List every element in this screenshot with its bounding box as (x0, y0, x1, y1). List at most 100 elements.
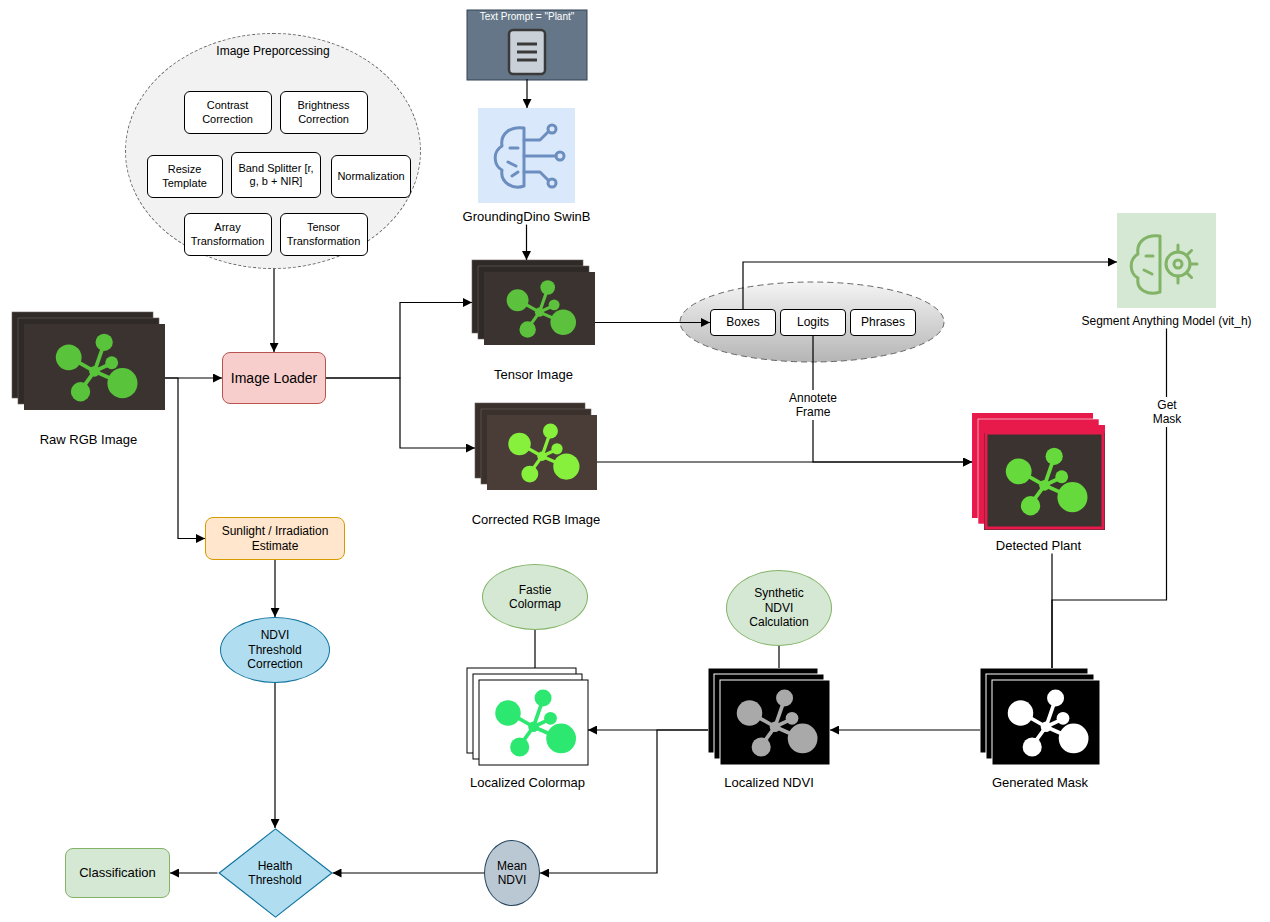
ndvi-image-stack-part (720, 680, 830, 765)
node-label: Localized NDVI (708, 775, 830, 791)
estimate-box: Sunlight / Irradiation Estimate (205, 517, 345, 560)
figure-area (467, 668, 588, 765)
image-stack: Detected Plant (972, 413, 1105, 554)
figure-area (467, 23, 587, 79)
groundingdino-icon-part-part (548, 179, 556, 187)
sam-icon-part-part (1131, 236, 1160, 294)
tensor-image-stack (472, 260, 595, 345)
node-label: Tensor Transformation (286, 221, 362, 247)
detected-image-stack-part (986, 433, 1103, 528)
node-label: Contrast Correction (190, 99, 266, 125)
detected-image-stack-part (984, 425, 1105, 530)
corrected-image-stack-part (508, 423, 579, 482)
group-ellipse: Contrast Correction Brightness Correction… (125, 33, 421, 269)
node-label: Fastie Colormap (505, 583, 565, 612)
node-label: Health Threshold (244, 859, 306, 888)
decision-diamond: Health Threshold (218, 828, 333, 918)
detected-image-stack (972, 413, 1105, 530)
connector (326, 378, 475, 448)
connector (274, 683, 275, 828)
node-label: Classification (79, 865, 156, 881)
connector (526, 79, 527, 108)
node-label: Sunlight / Irradiation Estimate (211, 524, 339, 553)
connector (1052, 328, 1167, 668)
node-label: Resize Template (153, 163, 217, 189)
connector (830, 729, 980, 730)
process-box: Normalization (331, 155, 411, 198)
sam-icon (1117, 213, 1216, 308)
prompt-document (467, 10, 587, 80)
node-label: Text Prompt = "Plant" (467, 10, 587, 23)
groundingdino-icon-part-part (548, 125, 556, 133)
groundingdino-icon-part-part (524, 172, 548, 180)
image-stack: Tensor Image (472, 260, 595, 383)
node-label: Image Preporcessing (126, 44, 420, 58)
colormap-image-stack-part (479, 680, 588, 765)
connector (743, 262, 1117, 309)
output-box: Phrases (850, 309, 916, 336)
connector (273, 269, 274, 352)
connector (170, 872, 218, 873)
sam-icon-part-part (1144, 256, 1153, 274)
result-box: Classification (65, 848, 170, 898)
model-icon: GroundingDino SwinB (463, 108, 591, 225)
figure-area (475, 403, 597, 490)
groundingdino-icon-part-part (524, 132, 548, 140)
tensor-image-stack-part (484, 272, 595, 345)
process-box: Brightness Correction (280, 91, 368, 134)
node-label: Localized Colormap (467, 775, 588, 791)
node-label: Raw RGB Image (12, 432, 165, 448)
prompt-document-part (517, 44, 537, 60)
output-box: Logits (780, 309, 846, 336)
node-label: Generated Mask (980, 775, 1100, 791)
node-label: Boxes (726, 315, 759, 329)
process-box: Resize Template (147, 155, 223, 198)
process-box: Tensor Transformation (280, 213, 368, 256)
connector (595, 322, 710, 323)
groundingdino-icon-part-part (524, 155, 556, 158)
node-label: Phrases (861, 315, 905, 329)
colormap-image-stack (467, 668, 588, 765)
node-label: GroundingDino SwinB (463, 209, 591, 225)
groundingdino-icon (478, 108, 575, 203)
sam-icon-part (1117, 213, 1216, 308)
sam-icon-part-part (1174, 260, 1182, 268)
figure-area (1117, 213, 1216, 308)
figure-area (708, 668, 830, 765)
node-label: Image Loader (231, 370, 317, 387)
edge-label: Annotete Frame (781, 390, 845, 421)
process-box: Array Transformation (184, 213, 272, 256)
process-box: Band Splitter [r, g, b + NIR] (231, 152, 321, 198)
image-stack: Localized NDVI (708, 668, 830, 791)
image-stack: Localized Colormap (467, 668, 588, 791)
process-ellipse: NDVI Threshold Correction (220, 617, 330, 683)
node-label: Mean NDVI (492, 859, 532, 888)
ndvi-image-stack (708, 668, 830, 765)
tensor-image-stack-part (507, 280, 576, 337)
connector (333, 872, 485, 873)
connector (778, 646, 779, 668)
image-stack: Generated Mask (980, 668, 1100, 791)
connector (526, 225, 527, 260)
connector (534, 630, 535, 668)
colormap-image-stack-part (495, 690, 576, 757)
node-label: Synthetic NDVI Calculation (746, 586, 812, 629)
node-label: NDVI Threshold Correction (244, 628, 306, 671)
figure-area (972, 413, 1105, 530)
sam-icon-part (1131, 236, 1197, 294)
ndvi-image-stack-part (737, 690, 818, 757)
raw-image-stack-part (24, 324, 165, 410)
detected-image-stack-part (1006, 448, 1088, 516)
figure-area (12, 312, 165, 410)
output-box: Boxes (710, 309, 776, 336)
corrected-image-stack-part (487, 415, 597, 490)
raw-image-stack-part (56, 334, 138, 402)
figure-area (478, 108, 575, 203)
image-stack: Raw RGB Image (12, 312, 165, 448)
text-prompt-box: Text Prompt = "Plant" (467, 10, 587, 79)
node-label: Logits (797, 315, 829, 329)
process-ellipse: Mean NDVI (484, 840, 540, 906)
mask-image-stack-part (992, 680, 1100, 765)
process-box: Contrast Correction (184, 91, 272, 134)
